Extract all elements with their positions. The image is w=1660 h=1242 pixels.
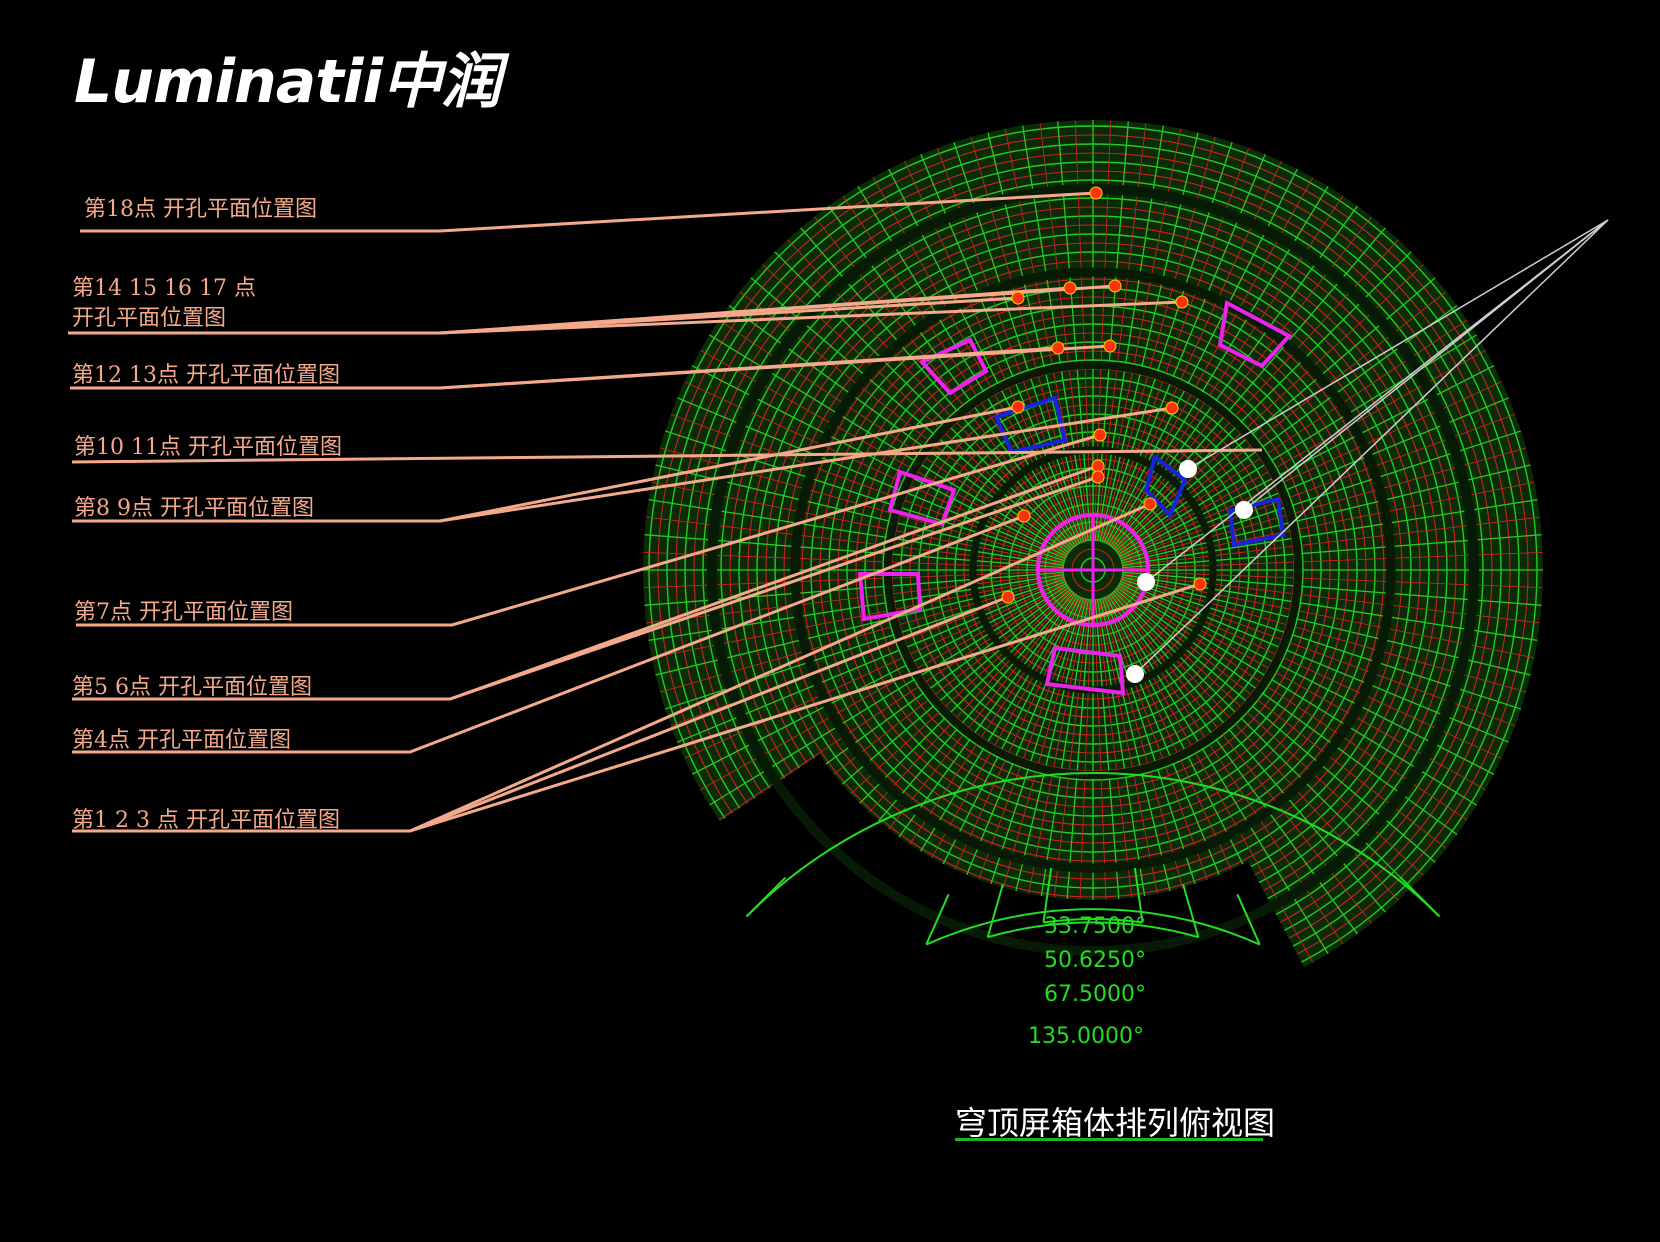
- red-marker: [1091, 470, 1105, 484]
- label-point-5-6: 第5 6点 开孔平面位置图: [72, 673, 312, 703]
- point-markers: [1001, 186, 1253, 683]
- red-marker: [1091, 459, 1105, 473]
- label-point-8-9: 第8 9点 开孔平面位置图: [74, 494, 314, 524]
- label-line: 第5 6点 开孔平面位置图: [72, 675, 312, 700]
- dim-extension-line: [1236, 893, 1261, 945]
- leader-line: [68, 296, 1019, 335]
- red-marker: [1001, 590, 1015, 604]
- label-point-18: 第18点 开孔平面位置图: [84, 195, 317, 225]
- red-marker: [1165, 401, 1179, 415]
- red-marker: [1051, 341, 1065, 355]
- opening-panels: [857, 299, 1293, 696]
- label-line: 第18点 开孔平面位置图: [84, 197, 317, 222]
- label-point-14-17: 第14 15 16 17 点 开孔平面位置图: [72, 274, 256, 334]
- label-line: 第7点 开孔平面位置图: [74, 600, 293, 625]
- leader-line-white: [1145, 219, 1609, 583]
- red-marker: [1193, 577, 1207, 591]
- label-line: 第1 2 3 点 开孔平面位置图: [72, 808, 340, 833]
- leader-line-white: [1187, 219, 1609, 470]
- opening-panel: [993, 395, 1068, 455]
- leader-line: [70, 344, 1111, 390]
- opening-panel: [857, 572, 923, 622]
- opening-panel: [918, 337, 989, 396]
- white-marker: [1179, 460, 1197, 478]
- leader-line: [80, 191, 1097, 233]
- angle-label-2: 50.6250°: [1044, 948, 1146, 973]
- leader-line: [72, 582, 1201, 833]
- red-marker: [1011, 291, 1025, 305]
- opening-panel: [1044, 645, 1126, 696]
- dim-extension-line: [986, 884, 1004, 938]
- opening-panel: [1143, 453, 1188, 519]
- angle-label-4: 135.0000°: [1028, 1024, 1144, 1049]
- dim-extension-line: [1042, 867, 1053, 923]
- red-marker: [1011, 400, 1025, 414]
- white-marker: [1137, 573, 1155, 591]
- leader-line: [71, 448, 1263, 464]
- leader-line: [76, 433, 1101, 627]
- angle-dimensions: [745, 771, 1441, 946]
- dim-arc-50: [987, 921, 1199, 939]
- opening-panel: [1227, 496, 1286, 548]
- label-line: 第10 11点 开孔平面位置图: [74, 435, 342, 460]
- dim-arc-135: [745, 771, 1441, 918]
- angle-label-1: 33.7500°: [1044, 914, 1146, 939]
- label-point-4: 第4点 开孔平面位置图: [72, 726, 291, 756]
- white-marker: [1126, 665, 1144, 683]
- title-underline: [955, 1138, 1263, 1141]
- white-marker: [1235, 501, 1253, 519]
- center-target: [1036, 513, 1150, 627]
- leader-line: [72, 406, 1173, 523]
- brand-logo: Luminatii中润: [74, 47, 501, 117]
- dim-extension-line: [925, 893, 950, 945]
- dim-extension-line: [745, 876, 787, 918]
- ring-band: [884, 361, 1302, 779]
- dim-extension-line: [1182, 884, 1200, 938]
- diagram-title: 穹顶屏箱体排列俯视图: [955, 1104, 1276, 1142]
- leader-lines: [68, 191, 1609, 833]
- dim-extension-line: [1399, 876, 1441, 918]
- red-marker: [1093, 428, 1107, 442]
- red-marker: [1089, 186, 1103, 200]
- leader-line: [72, 514, 1025, 754]
- dim-extension-line: [1133, 867, 1144, 923]
- angle-label-3: 67.5000°: [1044, 982, 1146, 1007]
- label-point-10-11: 第10 11点 开孔平面位置图: [74, 433, 342, 463]
- red-marker: [1175, 295, 1189, 309]
- red-marker: [1108, 279, 1122, 293]
- label-point-1-3: 第1 2 3 点 开孔平面位置图: [72, 806, 340, 836]
- label-line: 第4点 开孔平面位置图: [72, 728, 291, 753]
- label-line: 第12 13点 开孔平面位置图: [72, 363, 340, 388]
- red-marker: [1017, 509, 1031, 523]
- dim-arc-33: [1043, 918, 1143, 924]
- leader-line-white: [1134, 219, 1609, 675]
- label-point-12-13: 第12 13点 开孔平面位置图: [72, 361, 340, 391]
- opening-panel: [1217, 299, 1293, 369]
- red-marker: [1143, 497, 1157, 511]
- leader-line: [72, 475, 1099, 701]
- label-line: 第8 9点 开孔平面位置图: [74, 496, 314, 521]
- label-point-7: 第7点 开孔平面位置图: [74, 598, 293, 628]
- label-line: 开孔平面位置图: [72, 306, 227, 331]
- dim-arc-67: [925, 908, 1261, 946]
- red-marker: [1063, 281, 1077, 295]
- ring-band: [790, 267, 1396, 873]
- red-marker: [1103, 339, 1117, 353]
- label-line: 第14 15 16 17 点: [72, 276, 256, 301]
